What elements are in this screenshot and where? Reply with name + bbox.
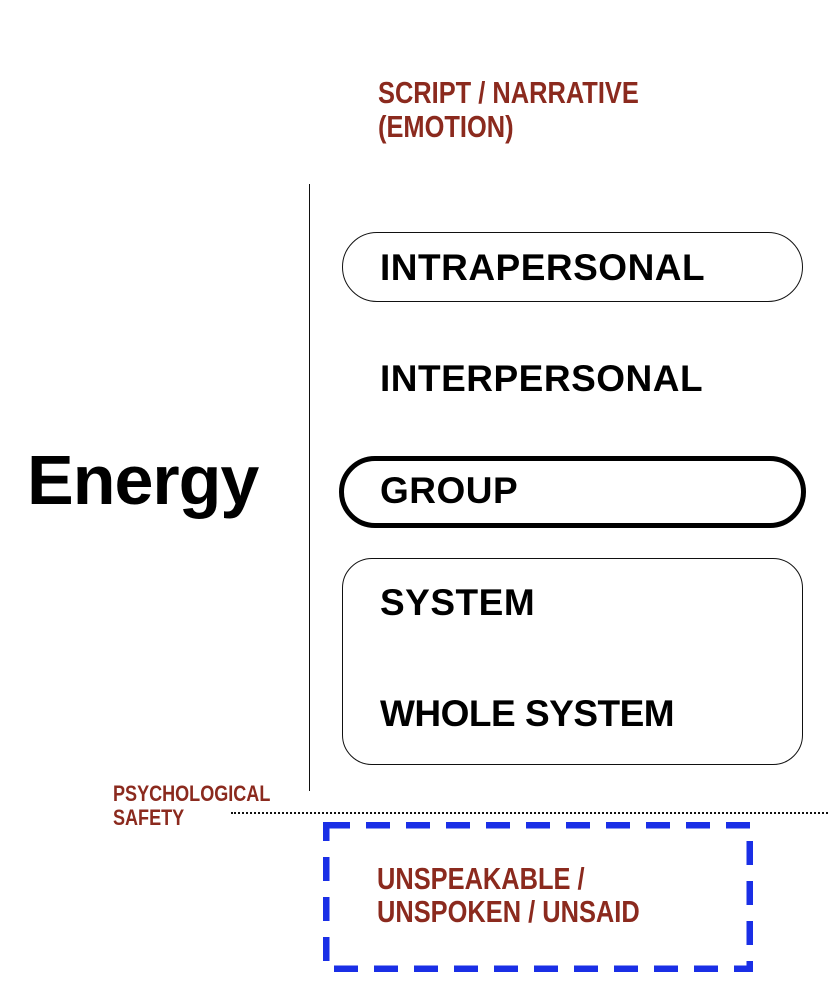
level-whole-system: WHOLE SYSTEM [380, 693, 675, 734]
unspeakable-dashed-box [323, 822, 753, 972]
script-narrative-line-2: (EMOTION) [378, 109, 514, 144]
level-interpersonal: INTERPERSONAL [380, 358, 704, 399]
psychological-safety-label: PSYCHOLOGICAL SAFETY [113, 782, 270, 830]
script-narrative-line-1: SCRIPT / NARRATIVE [378, 75, 639, 110]
intrapersonal-box [342, 232, 803, 302]
system-box [342, 558, 803, 765]
level-system: SYSTEM [380, 582, 536, 623]
unspeakable-line-1: UNSPEAKABLE / [377, 861, 585, 896]
unspeakable-label: UNSPEAKABLE / UNSPOKEN / UNSAID [377, 862, 640, 928]
unspeakable-line-2: UNSPOKEN / UNSAID [377, 894, 640, 929]
psychological-safety-threshold-line [231, 812, 828, 814]
level-intrapersonal: INTRAPERSONAL [380, 247, 706, 288]
script-narrative-label: SCRIPT / NARRATIVE (EMOTION) [378, 76, 639, 144]
vertical-axis-line [309, 184, 310, 791]
energy-label: Energy [27, 441, 259, 519]
level-group: GROUP [380, 470, 519, 511]
psychological-safety-line-1: PSYCHOLOGICAL [113, 781, 271, 806]
psychological-safety-line-2: SAFETY [113, 805, 185, 830]
group-box [339, 456, 806, 528]
